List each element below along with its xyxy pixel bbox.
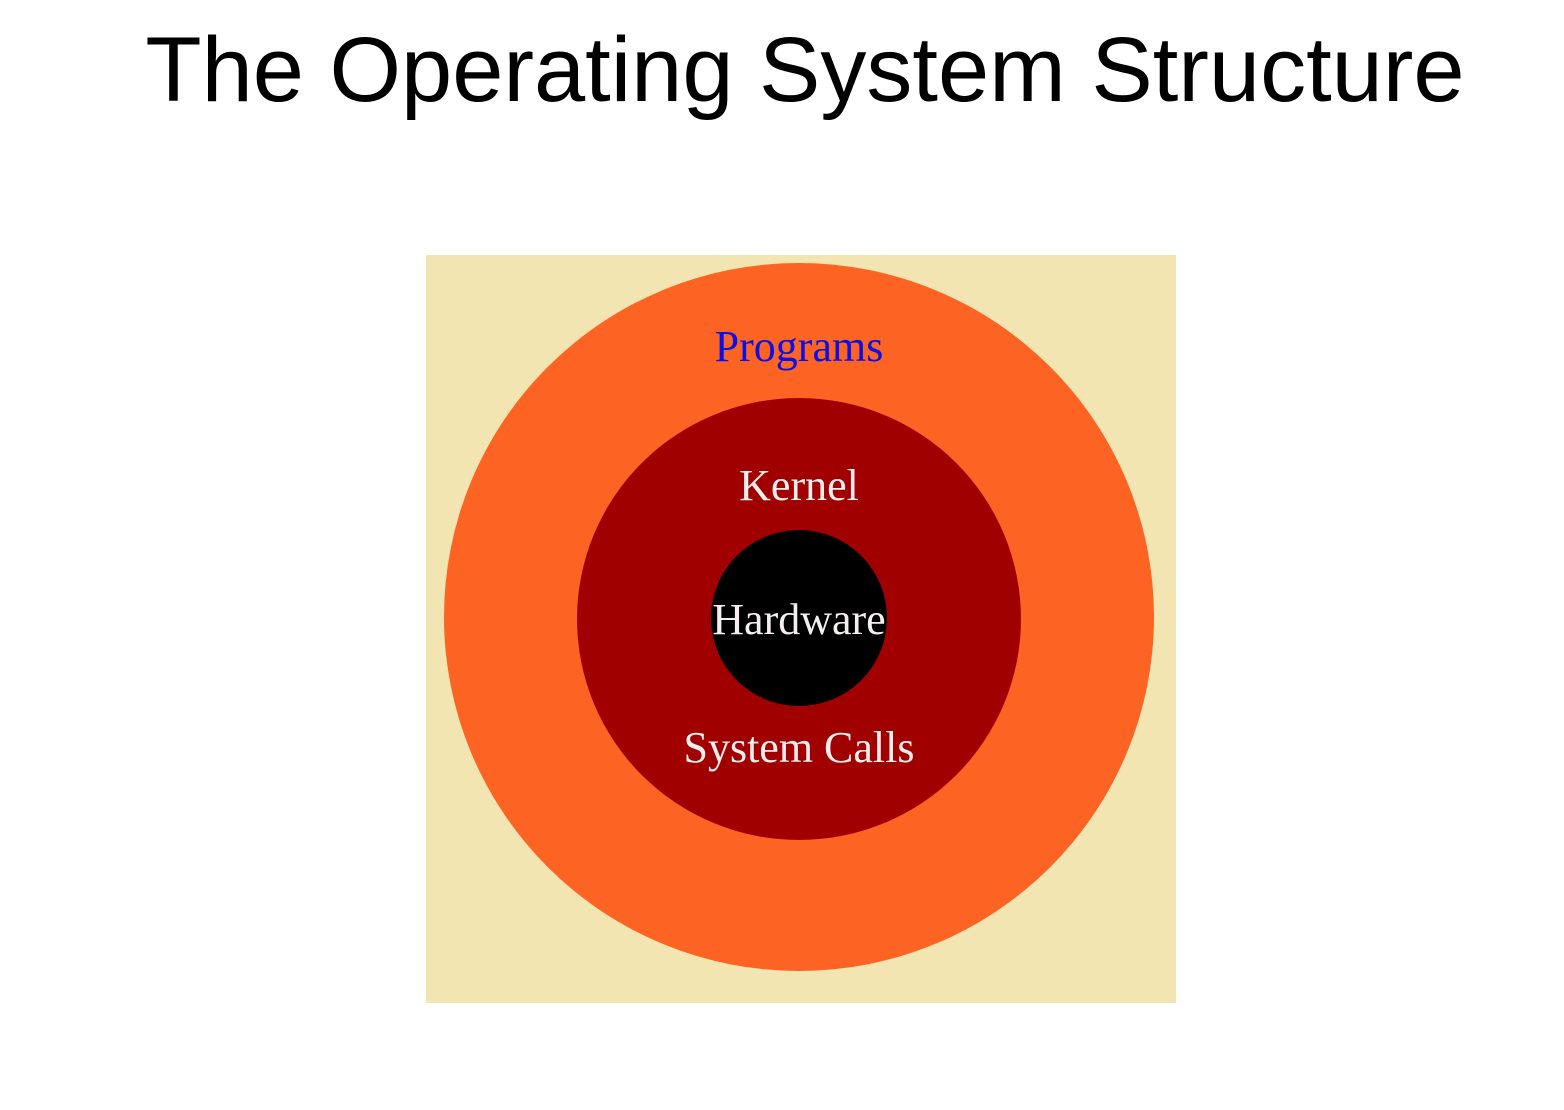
hardware-label: Hardware [712, 595, 885, 644]
page-title: The Operating System Structure [145, 19, 1465, 121]
os-layers-svg: Programs Kernel Hardware System Calls [426, 255, 1176, 1003]
os-structure-diagram: Programs Kernel Hardware System Calls [426, 255, 1176, 1003]
programs-label: Programs [715, 322, 884, 371]
system-calls-label: System Calls [683, 723, 914, 772]
kernel-label: Kernel [739, 461, 859, 510]
hardware-core [711, 530, 887, 706]
